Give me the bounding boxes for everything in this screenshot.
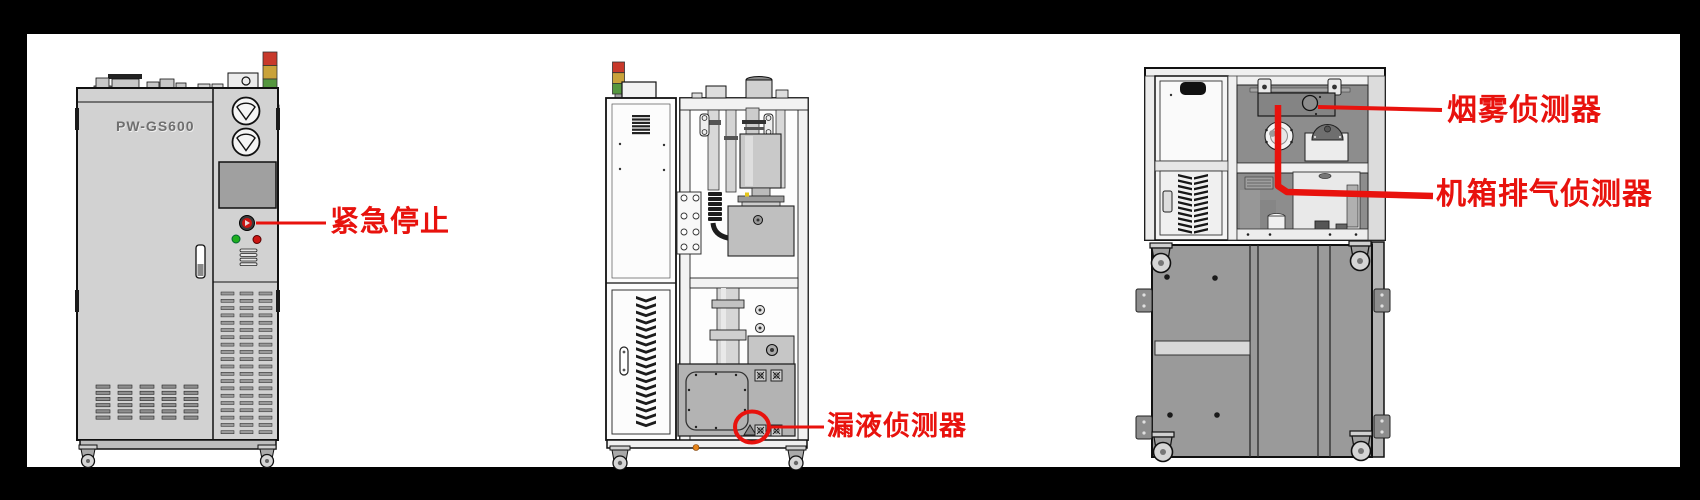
detector-mount-box: [1257, 92, 1336, 117]
caster-wheel: [1349, 430, 1373, 462]
indicator-green: [231, 234, 241, 244]
model-label-emboss: PW-GS600: [117, 119, 196, 135]
smoke-detector-component: [1301, 94, 1319, 112]
base-frame: [606, 439, 808, 449]
signal-tower-icon: [612, 61, 625, 102]
emergency-stop-button[interactable]: [239, 215, 255, 231]
base-frame: [79, 439, 277, 450]
buzzer-vent-icon: [239, 248, 258, 266]
valve-plate: [676, 191, 702, 255]
caster-wheel: [1348, 240, 1372, 272]
left-cabinet: [605, 97, 677, 441]
caster-wheel: [78, 444, 98, 469]
chassis-exhaust-detector-label: 机箱排气侦测器: [1436, 178, 1653, 211]
hinge: [1135, 415, 1153, 440]
machine-side-view: [605, 61, 809, 470]
hinge: [1373, 414, 1391, 439]
hinge: [1373, 288, 1391, 313]
indicator-red: [252, 235, 262, 244]
caster-wheel: [1149, 242, 1173, 274]
smoke-detector-label: 烟雾侦测器: [1447, 94, 1602, 127]
rear-left-column: [1154, 75, 1229, 241]
fan-icon: [1264, 121, 1294, 151]
model-label: PW-GS600: [116, 118, 195, 134]
control-screen[interactable]: [218, 161, 277, 209]
emergency-stop-label: 紧急停止: [330, 206, 451, 238]
rear-open-section: [1227, 75, 1386, 241]
upper-plumbing: [676, 107, 795, 257]
leak-detector-label: 漏液侦测器: [827, 411, 967, 441]
caster-wheel: [257, 444, 277, 469]
machine-rear-view: [1135, 67, 1391, 463]
machine-front-view: PW-GS600 PW-GS600: [75, 51, 280, 469]
door-handle[interactable]: [195, 244, 206, 279]
door-handle[interactable]: [1162, 190, 1173, 213]
leak-point-marker: [692, 444, 700, 451]
pump-knob-icon: [231, 96, 261, 157]
caster-wheel: [785, 445, 807, 470]
door-handle[interactable]: [619, 346, 629, 376]
hinge: [1135, 288, 1153, 313]
rear-lower-panel: [1135, 240, 1391, 463]
top-pipe-fittings: [691, 76, 789, 99]
slot-vent: [1180, 82, 1206, 95]
top-pipe-fittings: [93, 72, 259, 90]
diagram-canvas: PW-GS600 PW-GS600: [27, 34, 1680, 470]
tower-mount-box: [621, 81, 657, 99]
caster-wheel: [1151, 431, 1175, 463]
caster-wheel: [609, 445, 631, 470]
